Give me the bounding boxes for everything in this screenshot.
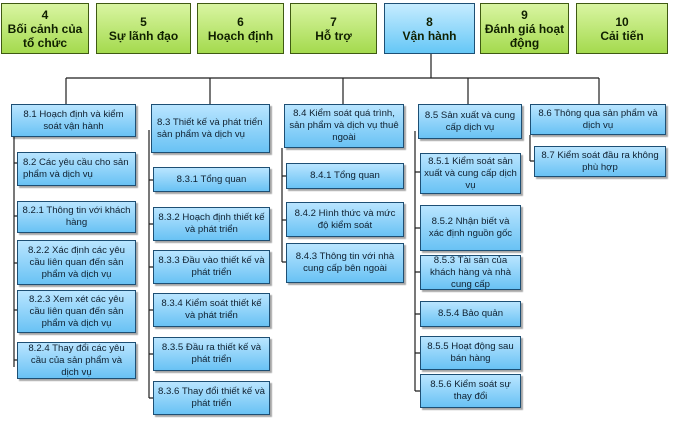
node-8-2-2: 8.2.2 Xác định các yêu cầu liên quan đến… (17, 240, 136, 285)
node-8-5: 8.5 Sản xuất và cung cấp dịch vụ (418, 104, 522, 139)
node-8-3-6: 8.3.6 Thay đổi thiết kế và phát triển (153, 381, 270, 415)
node-8-6: 8.6 Thông qua sản phẩm và dịch vụ (530, 104, 666, 135)
node-8-4: 8.4 Kiểm soát quá trình, sản phẩm và dịc… (284, 104, 404, 148)
clause-title: Vận hành (402, 28, 457, 43)
node-8-4-1: 8.4.1 Tổng quan (286, 163, 404, 189)
clause-title: Hoạch định (207, 28, 274, 43)
node-8-4-2: 8.4.2 Hình thức và mức độ kiểm soát (286, 202, 404, 237)
clause-10-box: 10 Cải tiến (576, 3, 668, 54)
node-8-1: 8.1 Hoạch định và kiểm soát vận hành (11, 104, 136, 137)
clause-number: 4 (41, 7, 49, 22)
node-8-2-4: 8.2.4 Thay đổi các yêu cầu của sản phẩm … (17, 342, 136, 379)
clause-number: 5 (140, 14, 147, 29)
clause-title: Đánh giá hoạt động (484, 21, 565, 50)
clause-8-box: 8 Vận hành (384, 3, 475, 54)
node-8-4-3: 8.4.3 Thông tin với nhà cung cấp bên ngo… (286, 243, 404, 283)
node-8-5-6: 8.5.6 Kiểm soát sự thay đổi (420, 374, 521, 408)
clause-number: 10 (615, 14, 629, 29)
clause-number: 8 (426, 14, 433, 29)
clause-title: Cải tiến (600, 28, 644, 43)
node-8-3-3: 8.3.3 Đầu vào thiết kế và phát triển (153, 250, 270, 284)
clause-4-box: 4 Bối cảnh của tổ chức (1, 3, 89, 54)
clause-title: Hỗ trợ (315, 28, 352, 43)
node-8-3-1: 8.3.1 Tổng quan (153, 167, 270, 192)
clause-title: Bối cảnh của tổ chức (7, 21, 83, 50)
clause-number: 9 (521, 7, 528, 22)
node-8-2-3: 8.2.3 Xem xét các yêu cầu liên quan đến … (17, 290, 136, 333)
node-8-5-5: 8.5.5 Hoạt động sau bán hàng (420, 336, 521, 370)
node-8-3-5: 8.3.5 Đầu ra thiết kế và phát triển (153, 337, 270, 371)
node-8-3: 8.3 Thiết kế và phát triển sản phẩm và d… (151, 104, 270, 153)
node-8-5-3: 8.5.3 Tài sản của khách hàng và nhà cung… (420, 255, 521, 290)
node-8-5-1: 8.5.1 Kiểm soát sản xuất và cung cấp dịc… (420, 153, 521, 194)
node-8-7: 8.7 Kiểm soát đầu ra không phù hợp (534, 146, 666, 177)
node-8-3-4: 8.3.4 Kiểm soát thiết kế và phát triển (153, 293, 270, 327)
clause-number: 6 (237, 14, 244, 29)
clause-title: Sự lãnh đạo (108, 28, 179, 43)
node-8-5-2: 8.5.2 Nhận biết và xác định nguồn gốc (420, 205, 521, 251)
node-8-2-1: 8.2.1 Thông tin với khách hàng (17, 201, 136, 233)
node-8-3-2: 8.3.2 Hoạch định thiết kế và phát triển (153, 207, 270, 241)
clause-6-box: 6 Hoạch định (197, 3, 284, 54)
clause-9-box: 9 Đánh giá hoạt động (480, 3, 569, 54)
clause-number: 7 (330, 14, 337, 29)
node-8-5-4: 8.5.4 Bảo quản (420, 301, 521, 327)
clause-7-box: 7 Hỗ trợ (290, 3, 377, 54)
node-8-2: 8.2 Các yêu cầu cho sản phẩm và dịch vụ (17, 152, 136, 186)
clause-5-box: 5 Sự lãnh đạo (96, 3, 191, 54)
